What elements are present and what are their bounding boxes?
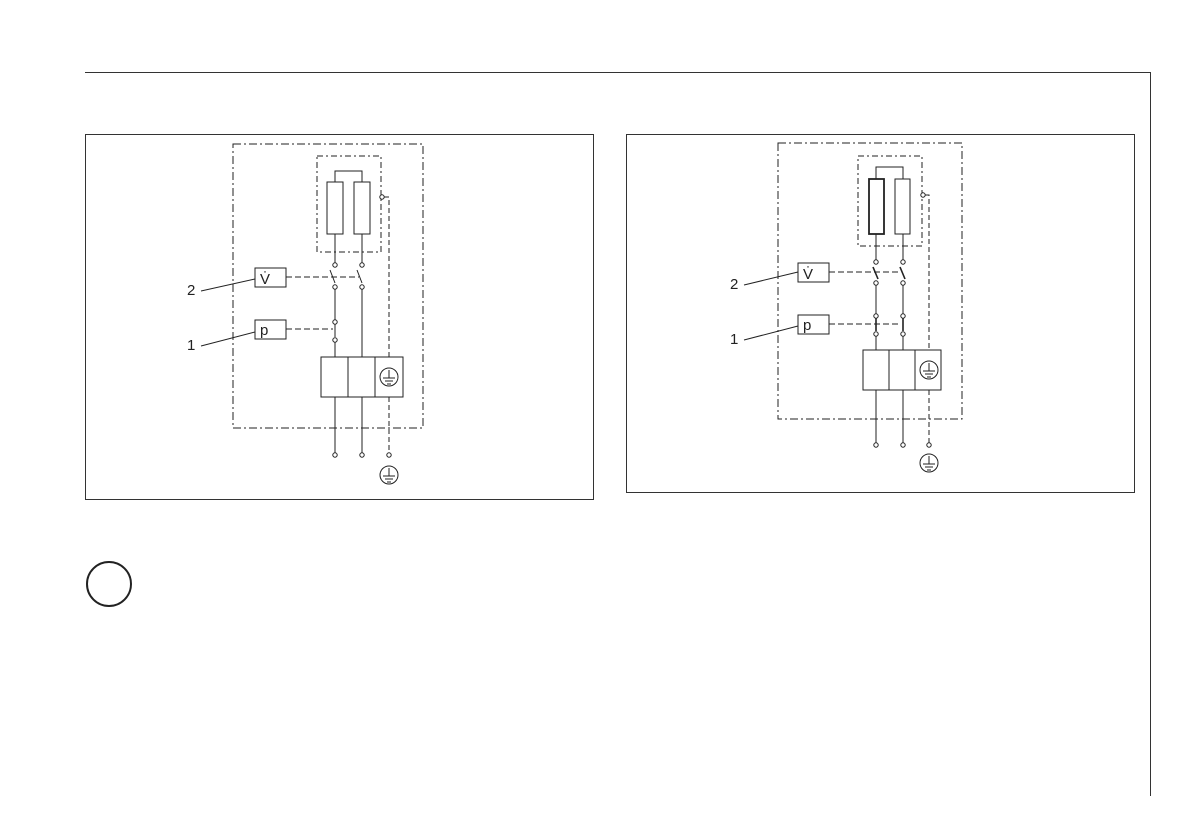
callout-number-1: 1 [730, 331, 738, 348]
callout-number-2: 2 [187, 282, 195, 299]
top-rule [85, 72, 1151, 73]
wiring-diagram-right: V̇ p 2 1 [626, 134, 1135, 493]
callout-number-1: 1 [187, 337, 195, 354]
heating-element-1 [869, 179, 884, 234]
flow-switch-symbol: V̇ [260, 271, 270, 288]
info-circle-icon [86, 561, 132, 607]
flow-switch-blade-2 [900, 267, 905, 279]
leader-line-1 [201, 332, 255, 346]
flow-switch-blade-1 [873, 267, 878, 279]
wiring-diagram-right-svg: V̇ p 2 1 [627, 135, 1134, 492]
pressure-switch-symbol: p [803, 317, 811, 334]
callout-number-2: 2 [730, 276, 738, 293]
right-rule [1150, 72, 1151, 796]
pressure-switch-symbol: p [260, 322, 268, 339]
heater-enclosure [858, 156, 922, 246]
heating-element-2 [895, 179, 910, 234]
terminal-block [321, 357, 403, 397]
leader-line-1 [744, 326, 798, 340]
flow-switch-blade-2 [357, 270, 362, 283]
heating-element-2 [354, 182, 370, 234]
leader-line-2 [201, 279, 255, 291]
heating-element-1 [327, 182, 343, 234]
flow-switch-symbol: V̇ [803, 266, 813, 283]
wiring-diagram-left-svg: V̇ p 2 1 [86, 135, 593, 499]
leader-line-2 [744, 272, 798, 285]
wiring-diagram-left: V̇ p 2 1 [85, 134, 594, 500]
